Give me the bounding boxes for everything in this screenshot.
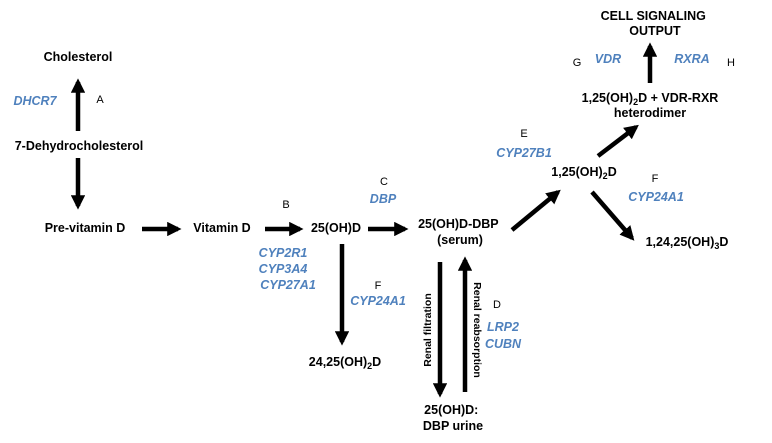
step-c: C [380, 176, 388, 188]
gene-lrp2: LRP2 [487, 320, 519, 334]
node-cholesterol: Cholesterol [44, 50, 113, 64]
arrow-oh2d-125-to-oh3d-124 [590, 190, 635, 241]
gene-cyp2r1: CYP2R1 [259, 246, 308, 260]
node-1-25-oh2-d: 1,25(OH)2D [551, 165, 616, 181]
step-g: G [573, 57, 582, 69]
step-a: A [96, 94, 104, 106]
node-25-oh-d: 25(OH)D [311, 221, 361, 235]
gene-cyp27b1: CYP27B1 [496, 146, 552, 160]
step-d: D [493, 299, 501, 311]
gene-cyp3a4: CYP3A4 [259, 262, 308, 276]
step-b: B [282, 199, 289, 211]
step-f-left: F [375, 280, 382, 292]
node-heterodimer-line2: heterodimer [614, 106, 686, 120]
step-e: E [520, 128, 527, 140]
arrow-dbp-complex-to-oh2d-125 [510, 189, 561, 232]
gene-dbp: DBP [370, 192, 397, 206]
node-7-dehydrocholesterol: 7-Dehydrocholesterol [15, 139, 144, 153]
gene-dhcr7: DHCR7 [13, 94, 57, 108]
node-1-24-25-oh3-d: 1,24,25(OH)3D [646, 235, 729, 251]
gene-vdr: VDR [595, 52, 621, 66]
node-cell-signaling-output: CELL SIGNALING OUTPUT [601, 9, 710, 38]
gene-cubn: CUBN [485, 337, 522, 351]
gene-rxra: RXRA [674, 52, 709, 66]
gene-cyp27a1: CYP27A1 [260, 278, 316, 292]
node-24-25-oh2-d: 24,25(OH)2D [309, 355, 381, 371]
node-pre-vitamin-d: Pre-vitamin D [45, 221, 126, 235]
node-heterodimer: 1,25(OH)2D + VDR-RXR [582, 91, 719, 107]
step-h: H [727, 57, 735, 69]
label-renal-reabsorption: Renal reabsorption [471, 282, 483, 378]
node-25-oh-d-dbp-serum: 25(OH)D-DBP (serum) [418, 217, 502, 247]
node-25-oh-d-dbp-urine: 25(OH)D: DBP urine [423, 403, 483, 433]
label-renal-filtration: Renal filtration [422, 293, 434, 367]
node-vitamin-d: Vitamin D [193, 221, 250, 235]
arrow-oh2d-125-to-heterodimer [596, 124, 639, 158]
step-f-right: F [652, 173, 659, 185]
gene-cyp24a1-left: CYP24A1 [350, 294, 406, 308]
gene-cyp24a1-right: CYP24A1 [628, 190, 684, 204]
